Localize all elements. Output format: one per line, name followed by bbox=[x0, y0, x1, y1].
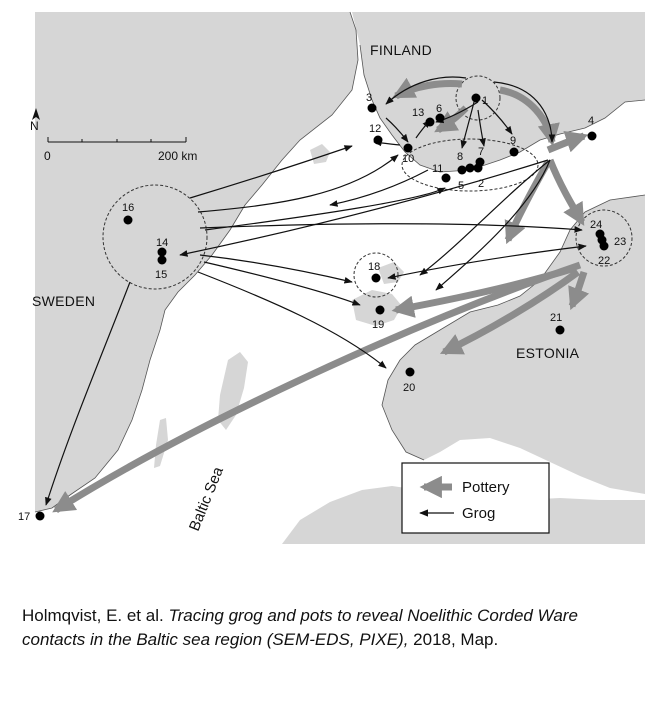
grog-arrow bbox=[460, 101, 475, 149]
site-label: 18 bbox=[368, 261, 380, 273]
site-marker bbox=[465, 163, 475, 173]
site-label: 19 bbox=[372, 319, 384, 331]
site-label: 9 bbox=[510, 135, 516, 147]
site-marker bbox=[457, 165, 467, 175]
pottery-arrow bbox=[546, 131, 589, 154]
pottery-arrow bbox=[52, 261, 582, 513]
pottery-arrow bbox=[546, 158, 586, 226]
pottery-arrow bbox=[439, 269, 581, 356]
site-marker bbox=[587, 131, 597, 141]
map-svg: 1 2 3 4 5 6 7 8 9 10 11 12 13 14 15 16 1… bbox=[18, 11, 646, 544]
grog-arrow bbox=[199, 254, 353, 284]
grog-arrow bbox=[329, 169, 429, 207]
grog-arrow bbox=[189, 145, 353, 199]
site-label: 23 bbox=[614, 236, 626, 248]
pottery-arrow bbox=[392, 77, 463, 100]
site-label: 3 bbox=[366, 92, 372, 104]
coastline-detail bbox=[34, 11, 359, 513]
site-marker bbox=[403, 143, 413, 153]
grog-arrow bbox=[385, 76, 467, 105]
site-label: 22 bbox=[598, 255, 610, 267]
grog-arrow bbox=[199, 223, 583, 233]
site-group-circles bbox=[102, 75, 633, 298]
grog-arrow bbox=[493, 81, 556, 143]
land-sweden bbox=[35, 12, 358, 512]
site-label: 1 bbox=[482, 95, 488, 107]
site-label: 17 bbox=[18, 511, 30, 523]
legend: Pottery Grog bbox=[401, 462, 550, 534]
scale-bar bbox=[47, 137, 187, 143]
region-label-estonia: ESTONIA bbox=[516, 345, 580, 361]
legend-pottery-label: Pottery bbox=[462, 479, 510, 496]
grog-arrow bbox=[197, 271, 387, 369]
site-marker bbox=[475, 157, 485, 167]
land-oland bbox=[154, 418, 168, 468]
site-marker bbox=[405, 367, 415, 377]
grog-arrow bbox=[477, 109, 486, 147]
site-marker bbox=[595, 229, 605, 239]
site-marker bbox=[123, 215, 133, 225]
site-marker bbox=[555, 325, 565, 335]
site-marker bbox=[373, 135, 383, 145]
land-gotland bbox=[218, 352, 248, 430]
site-marker bbox=[157, 247, 167, 257]
site-marker bbox=[371, 273, 381, 283]
site-marker bbox=[441, 173, 451, 183]
site-marker bbox=[509, 147, 519, 157]
group-circle-estonia-east bbox=[575, 209, 633, 267]
site-label: 7 bbox=[478, 146, 484, 158]
site-marker bbox=[375, 305, 385, 315]
site-marker bbox=[157, 255, 167, 265]
site-label: 6 bbox=[436, 103, 442, 115]
figure-caption: Holmqvist, E. et al. Tracing grog and po… bbox=[22, 604, 632, 652]
site-label: 2 bbox=[478, 178, 484, 190]
grog-arrow bbox=[481, 99, 513, 135]
grog-arrow bbox=[387, 243, 587, 280]
site-label: 10 bbox=[402, 153, 414, 165]
region-label-sweden: SWEDEN bbox=[32, 293, 95, 309]
site-label: 4 bbox=[588, 115, 594, 127]
grog-arrow bbox=[179, 159, 549, 257]
site-label: 8 bbox=[457, 151, 463, 163]
site-marker bbox=[367, 103, 377, 113]
site-label: 14 bbox=[156, 237, 168, 249]
scale-end-label: 200 km bbox=[158, 149, 197, 163]
grog-arrows bbox=[45, 76, 587, 506]
site-label: 12 bbox=[369, 123, 381, 135]
caption-authors: Holmqvist, E. et al. bbox=[22, 606, 164, 625]
group-circle-south-finland bbox=[401, 138, 539, 192]
site-label: 16 bbox=[122, 202, 134, 214]
site-marker bbox=[471, 93, 481, 103]
sites bbox=[35, 93, 609, 521]
site-label: 11 bbox=[432, 163, 443, 175]
site-marker bbox=[425, 117, 435, 127]
caption-tail: 2018, Map. bbox=[408, 630, 499, 649]
site-marker bbox=[35, 511, 45, 521]
group-circle-site1 bbox=[455, 75, 501, 121]
grog-arrow bbox=[204, 187, 446, 231]
site-label: 24 bbox=[590, 219, 602, 231]
site-label: 13 bbox=[412, 107, 424, 119]
north-label: N bbox=[30, 119, 39, 133]
site-marker bbox=[435, 113, 445, 123]
map-figure: 1 2 3 4 5 6 7 8 9 10 11 12 13 14 15 16 1… bbox=[18, 11, 646, 544]
site-labels: 1 2 3 4 5 6 7 8 9 10 11 12 13 14 15 16 1… bbox=[18, 92, 626, 523]
site-label: 5 bbox=[458, 180, 464, 192]
grog-arrow bbox=[45, 281, 131, 506]
north-arrow-icon: N bbox=[30, 108, 40, 133]
group-circle-sweden bbox=[102, 184, 208, 290]
land-finland bbox=[352, 12, 645, 172]
site-label: 20 bbox=[403, 382, 415, 394]
grog-arrow bbox=[435, 159, 551, 291]
region-label-finland: FINLAND bbox=[370, 42, 432, 58]
grog-arrow bbox=[197, 154, 399, 213]
grog-arrow bbox=[385, 117, 409, 143]
grog-arrow bbox=[203, 261, 361, 306]
site-label: 21 bbox=[550, 312, 562, 324]
legend-grog-label: Grog bbox=[462, 505, 495, 522]
site-label: 15 bbox=[155, 269, 167, 281]
caption-title: Tracing grog and pots to reveal Noelithi… bbox=[22, 606, 578, 649]
scale-start-label: 0 bbox=[44, 149, 51, 163]
